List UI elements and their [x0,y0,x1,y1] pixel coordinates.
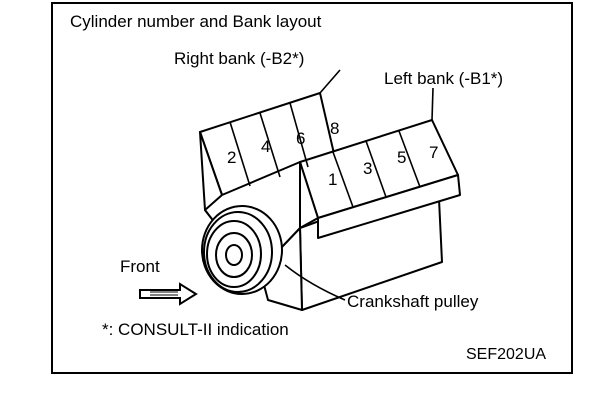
front-label: Front [120,257,160,276]
left-bank-label: Left bank (-B1*) [384,69,503,88]
cylinder-number: 3 [363,159,372,178]
cylinder-number: 4 [261,137,270,156]
crankshaft-pulley [201,205,283,295]
crankshaft-label: Crankshaft pulley [347,292,479,311]
right-bank-leader-line [319,69,341,94]
diagram-title: Cylinder number and Bank layout [70,12,322,31]
cylinder-number: 6 [296,129,305,148]
cylinder-number: 8 [330,119,339,138]
cylinder-number: 1 [328,170,337,189]
front-arrow-icon [139,282,198,306]
cylinder-number: 5 [397,148,406,167]
left-bank-leader-line [431,87,434,121]
right-bank-label: Right bank (-B2*) [174,49,304,68]
left-bank-side [317,174,461,239]
figure-code: SEF202UA [466,346,546,363]
footnote: *: CONSULT-II indication [102,320,289,339]
left-bank-front [299,161,319,229]
cylinder-number: 2 [227,148,236,167]
cylinder-number: 7 [429,143,438,162]
crankshaft-leader-line [284,264,346,301]
